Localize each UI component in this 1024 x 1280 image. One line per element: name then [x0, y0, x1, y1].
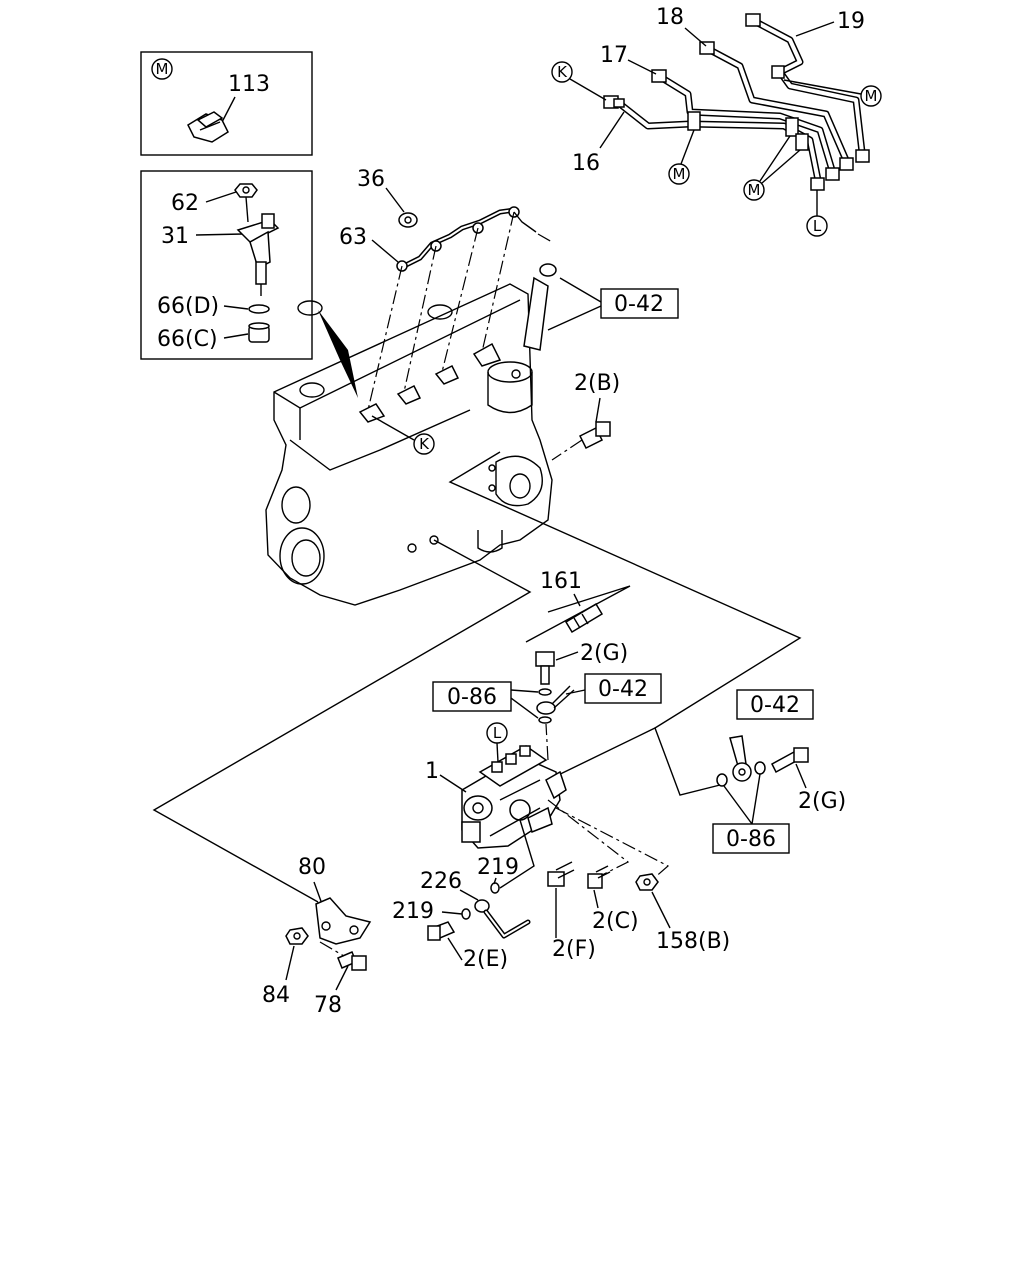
label-158b: 158(B) [656, 929, 730, 954]
ref-042-engine-label: 0-42 [614, 292, 664, 317]
eye-fitting-side [729, 735, 752, 782]
label-219-upper: 219 [477, 855, 519, 880]
label-19: 19 [837, 9, 865, 34]
label-226: 226 [420, 869, 462, 894]
washer-219-lower [461, 908, 471, 920]
label-80: 80 [298, 855, 326, 880]
banjo-pipe-226 [474, 899, 531, 939]
washer-top-1 [538, 688, 552, 696]
ref-l-pump-label: L [493, 724, 502, 742]
washer-side-1 [716, 773, 728, 787]
label-2c: 2(C) [592, 909, 639, 934]
nut-158b [635, 873, 659, 891]
label-36: 36 [357, 167, 385, 192]
inset-m-frame [140, 51, 313, 156]
bolt-2g-top [535, 651, 555, 685]
engine-oil-filler [487, 361, 533, 414]
bolt-2g-side [771, 747, 809, 774]
ref-circle-k-engine [413, 433, 435, 455]
ref-k-top-label: K [557, 63, 568, 81]
pipe-clamp-3 [795, 133, 809, 151]
ref-l-top-label: L [813, 217, 822, 235]
inset-injector-panel: 62 31 66(D) 66(C) [140, 170, 313, 360]
label-2g-top: 2(G) [580, 641, 628, 666]
bolt-2e [427, 921, 456, 941]
ref-m-inset-label: M [156, 60, 169, 78]
nut-84 [285, 927, 309, 945]
bolt-2b [578, 421, 611, 450]
engine-block [265, 283, 553, 606]
assembly-leader-lines [152, 451, 802, 903]
pipe-nuts [603, 13, 870, 191]
injector-leaders-dashed [367, 211, 515, 411]
ref-box-086-side [712, 823, 790, 854]
eye-bolt-36 [398, 212, 418, 228]
ref-circle-k-top [551, 61, 573, 83]
ref-086-side-label: 0-86 [726, 827, 776, 852]
pipe-bundle [616, 18, 866, 184]
pipe-clamp-1 [687, 111, 701, 131]
injection-pipes-group: 18 19 17 K 16 M M M L [551, 5, 882, 237]
bolt-78 [337, 951, 367, 971]
label-62: 62 [171, 191, 199, 216]
label-2f: 2(F) [552, 937, 596, 962]
inset-clip-panel: M 113 [140, 51, 313, 156]
injector-nut-62 [234, 183, 258, 198]
label-113: 113 [228, 72, 270, 97]
label-219-lower: 219 [392, 899, 434, 924]
ref-042-top-label: 0-42 [598, 677, 648, 702]
inset-injector-frame [140, 170, 313, 360]
label-66d: 66(D) [157, 294, 219, 319]
injector-31 [236, 213, 280, 296]
injection-pump-assembly [461, 745, 567, 849]
ref-box-086-top [432, 681, 512, 712]
bolt-2c [587, 865, 611, 889]
ref-m-bottom-label: M [748, 181, 761, 199]
ref-m-top-label: M [865, 87, 878, 105]
washer-66d [248, 304, 270, 314]
label-63: 63 [339, 225, 367, 250]
washer-top-2 [538, 716, 552, 724]
engine-shading-black [318, 310, 358, 398]
ref-box-042-top [584, 673, 662, 704]
bracket-80 [315, 897, 372, 945]
clip-113-part [187, 111, 229, 143]
label-1: 1 [425, 759, 439, 784]
seal-66c [248, 322, 270, 343]
ref-circle-m-bottom [743, 179, 765, 201]
front-plug [279, 486, 325, 585]
label-17: 17 [600, 43, 628, 68]
bolt-2f [547, 861, 575, 887]
ref-box-042-side [736, 689, 814, 720]
ref-k-engine-label: K [419, 435, 430, 453]
label-2b: 2(B) [574, 371, 620, 396]
ref-circle-m-top [860, 85, 882, 107]
ref-box-042-engine [600, 288, 679, 319]
label-31: 31 [161, 224, 189, 249]
label-2g-side: 2(G) [798, 789, 846, 814]
label-18: 18 [656, 5, 684, 30]
label-16: 16 [572, 151, 600, 176]
leak-off-pipe-63 [396, 206, 553, 272]
leak-off-hose [523, 263, 557, 351]
pipe-clamp-4 [771, 65, 785, 79]
washer-219-upper [490, 882, 500, 894]
label-161: 161 [540, 569, 582, 594]
ref-circle-m-left [668, 163, 690, 185]
ref-circle-m-inset [151, 58, 173, 80]
pipe-clamp-2 [785, 117, 799, 137]
label-78: 78 [314, 993, 342, 1018]
ref-086-top-label: 0-86 [447, 685, 497, 710]
injector-clamps-engine [358, 342, 502, 423]
pump-lower-leaders [499, 799, 670, 889]
label-84: 84 [262, 983, 290, 1008]
ref-m-left-label: M [673, 165, 686, 183]
label-2e: 2(E) [463, 947, 508, 972]
washer-side-2 [754, 761, 766, 775]
label-66c: 66(C) [157, 327, 218, 352]
ref-042-side-label: 0-42 [750, 693, 800, 718]
leader-113 [220, 96, 236, 125]
